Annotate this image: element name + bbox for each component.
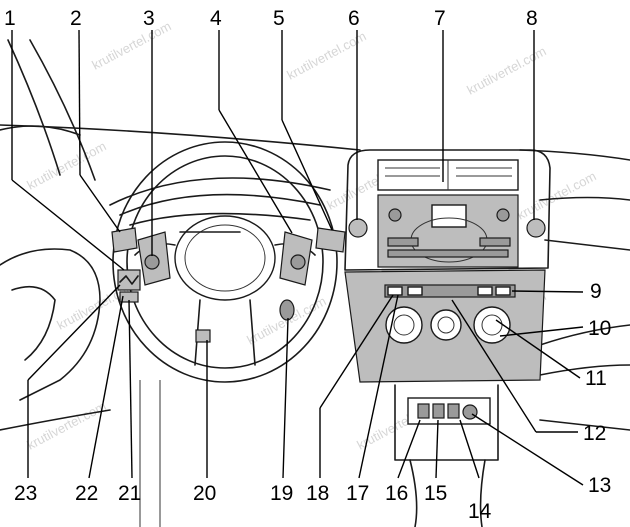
temperature-dial[interactable] <box>385 306 423 344</box>
callout-23: 23 <box>14 482 37 505</box>
tilt-telescopic-lever[interactable] <box>195 329 211 343</box>
heated-seat-switch-right[interactable] <box>432 403 445 419</box>
vsc-off-switch[interactable] <box>447 403 460 419</box>
callout-labels: 1 2 3 4 5 6 7 8 9 10 11 12 13 14 15 16 1… <box>4 7 611 523</box>
callout-12: 12 <box>583 422 606 445</box>
mode-dial[interactable] <box>473 306 511 344</box>
watermark: krutilvertel.com <box>89 18 173 72</box>
callout-6: 6 <box>348 7 360 30</box>
callout-1: 1 <box>4 7 16 30</box>
callout-16: 16 <box>385 482 408 505</box>
airbag-hub <box>174 215 276 301</box>
callout-3: 3 <box>143 7 155 30</box>
callout-14: 14 <box>468 500 492 523</box>
callout-11: 11 <box>585 367 607 390</box>
wiper-switch-lever[interactable] <box>315 227 346 253</box>
callout-9: 9 <box>590 280 602 303</box>
left-side-vent-knob[interactable] <box>348 218 368 238</box>
center-stack <box>344 149 551 527</box>
right-side-vent-knob[interactable] <box>526 218 546 238</box>
callout-13: 13 <box>588 474 611 497</box>
callout-17: 17 <box>346 482 369 505</box>
callout-15: 15 <box>424 482 447 505</box>
callout-18: 18 <box>306 482 329 505</box>
callout-21: 21 <box>118 482 141 505</box>
left-lower-panel <box>117 269 141 303</box>
light-switch-lever[interactable] <box>111 227 138 253</box>
power-outlet[interactable] <box>462 404 478 420</box>
callout-4: 4 <box>210 7 222 30</box>
fan-speed-dial[interactable] <box>430 309 462 341</box>
callout-19: 19 <box>270 482 293 505</box>
engine-switch[interactable] <box>279 299 295 321</box>
watermark: krutilvertel.com <box>284 28 368 82</box>
callout-5: 5 <box>273 7 285 30</box>
heated-seat-switch-left[interactable] <box>417 403 430 419</box>
steering-wheel <box>111 141 346 383</box>
callout-2: 2 <box>70 7 82 30</box>
callout-7: 7 <box>434 7 446 30</box>
cruise-control-switch[interactable] <box>290 254 306 270</box>
callout-8: 8 <box>526 7 538 30</box>
leader-lines <box>11 29 584 486</box>
audio-remote-switch[interactable] <box>144 254 160 270</box>
callout-10: 10 <box>588 317 611 340</box>
callout-20: 20 <box>193 482 216 505</box>
watermark: krutilvertel.com <box>24 138 108 192</box>
callout-22: 22 <box>75 482 98 505</box>
cabin-outline <box>0 39 630 527</box>
watermark: krutilvertel.com <box>464 43 548 97</box>
watermark: krutilvertel.com <box>514 168 598 222</box>
